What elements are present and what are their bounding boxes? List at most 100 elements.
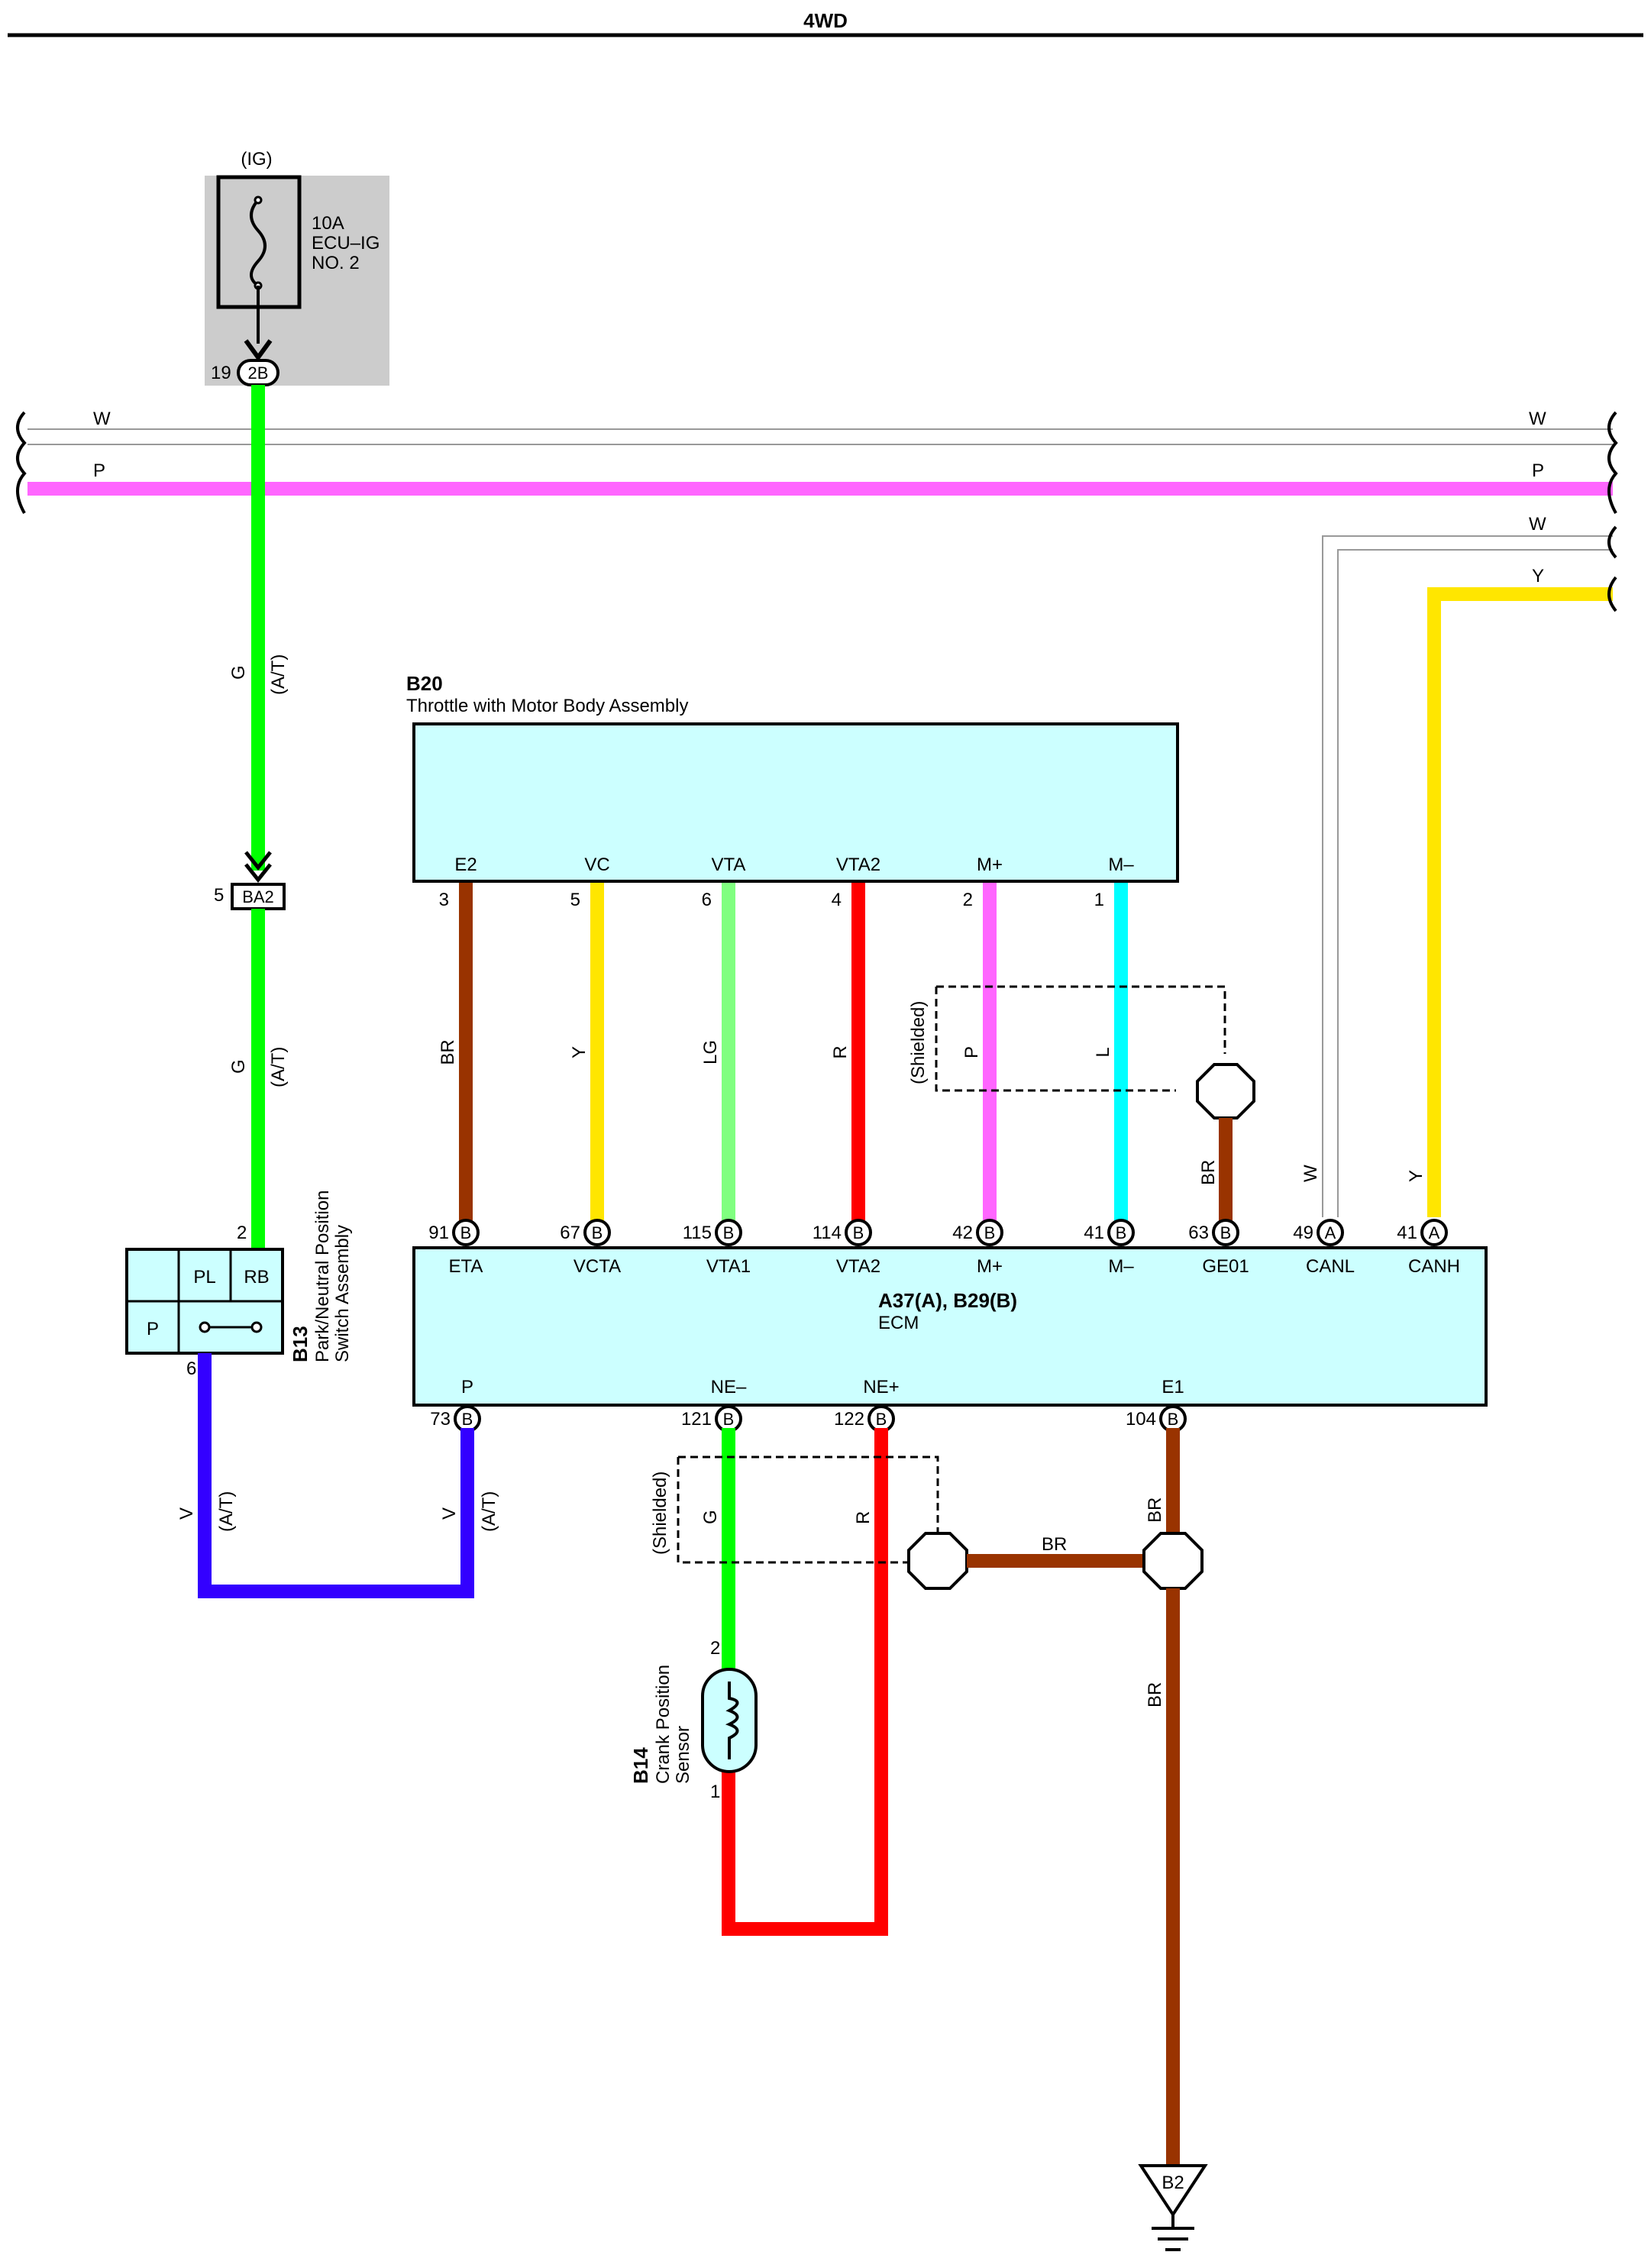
ecm-top-pin: 63 [1188,1223,1209,1243]
fuse-supply-label: (IG) [241,149,272,170]
crank-sensor: 2 1 B14 Crank Position Sensor [629,1638,758,1802]
pnp-pin-top: 2 [237,1223,247,1243]
ecm-top-terminals: B91ETAB67VCTAB115VTA1B114VTA2B42M+B41M–B… [428,1219,1460,1277]
main-wire-lower-note: (A/T) [268,1047,289,1087]
ecm-bottom-pin: 121 [681,1409,712,1430]
main-wire-upper-note: (A/T) [268,654,289,695]
ba2-label: BA2 [242,887,274,906]
ecm-top-label: M+ [977,1256,1003,1277]
bus-p-right: P [1532,460,1544,481]
throttle-terminal-label: M– [1108,855,1134,875]
br-lower-label: BR [1145,1682,1165,1707]
pnp-cell-p: P [147,1319,159,1339]
ba2-connector [231,883,286,910]
ecm-top-conn: A [1429,1223,1440,1242]
ecm-top-conn: B [853,1223,864,1242]
ecm-bottom-label: E1 [1162,1377,1184,1397]
ecm-top-conn: B [460,1223,472,1242]
ecm-top-label: VTA2 [836,1256,880,1277]
throttle-wire-label: Y [569,1046,590,1058]
pnp-name-line2: Switch Assembly [332,1225,353,1362]
crank-id: B14 [629,1747,652,1784]
br-upper-label: BR [1145,1497,1165,1523]
canh-wire-label: Y [1406,1170,1426,1182]
ecm-top-conn: B [1116,1223,1127,1242]
shield-junction-icon [1142,1532,1204,1590]
canl-wire-label: W [1300,1165,1321,1182]
shield-upper-label: (Shielded) [908,1001,929,1084]
bus-p-left: P [93,460,105,481]
ecm-bottom-conn: B [723,1410,735,1429]
ecm-top-pin-circle [452,1219,480,1246]
ecm-top-label: M– [1108,1256,1134,1277]
ecm-bottom-conn: B [462,1410,473,1429]
ecm-top-label: CANL [1306,1256,1355,1277]
bus-w-left: W [93,409,111,429]
crank-name-line1: Crank Position [653,1665,674,1784]
ecm-bottom-label: P [461,1377,473,1397]
throttle-terminal-label: E2 [454,855,477,875]
ecm-top-pin-circle [1317,1219,1344,1246]
page-title: 4WD [803,9,848,32]
v-right-note: (A/T) [479,1491,499,1532]
throttle-terminal-pin: 6 [702,890,712,910]
throttle-id: B20 [406,672,443,695]
throttle-terminal-label: VTA2 [836,855,880,875]
throttle-terminal-pin: 1 [1094,890,1104,910]
throttle-body: B20 Throttle with Motor Body Assembly [406,672,1179,883]
main-wire-lower-color: G [228,1059,249,1074]
throttle-wire-label: BR [438,1039,458,1065]
throttle-terminal-label: VTA [712,855,746,875]
v-left-label: V [176,1507,197,1520]
pnp-cell-rb: RB [244,1267,269,1287]
ecm-top-pin: 41 [1084,1223,1104,1243]
fuse-rating: 10A [312,213,344,234]
ecm-top-pin-circle [1107,1219,1135,1246]
ecm-bottom-label: NE– [711,1377,747,1397]
bus-y-right: Y [1532,566,1544,586]
ecm-top-conn: B [723,1223,735,1242]
ecm-name: ECM [878,1313,919,1333]
throttle-terminal-label: VC [584,855,609,875]
ecm-top-pin: 42 [952,1223,973,1243]
ecm-top-label: VTA1 [706,1256,751,1277]
ecm-top-pin: 115 [683,1223,712,1243]
ecm-bottom-pin: 104 [1126,1409,1156,1430]
shield-junction-icon [1196,1063,1255,1119]
pnp-pin-bottom: 6 [186,1359,196,1379]
throttle-terminal-pin: 4 [832,890,842,910]
ecm-top-pin-circle [715,1219,742,1246]
pnp-cell-pl: PL [193,1267,215,1287]
v-left-note: (A/T) [216,1491,237,1532]
main-wire-upper-color: G [228,665,249,680]
ecm-top-pin-circle [976,1219,1003,1246]
throttle-terminal-pin: 5 [570,890,580,910]
ecm-block: A37(A), B29(B) ECM W Y [412,1165,1488,1407]
ecm-top-pin: 41 [1397,1223,1417,1243]
fuse-background [205,176,389,386]
fuse-name-line1: ECU–IG [312,233,380,254]
crank-pin-bottom: 1 [710,1782,720,1802]
throttle-terminal-label: M+ [977,855,1003,875]
fuse-connector-label: 2B [248,363,269,383]
ecm-top-conn: A [1325,1223,1336,1242]
ba2-pin: 5 [214,885,224,906]
lower-wiring: V (A/T) V (A/T) G R (Shielded) BR BR BR … [176,1353,1208,2251]
bus-w-right2: W [1529,514,1546,535]
sensor-coil-icon [701,1668,758,1773]
v-right-label: V [439,1507,460,1520]
throttle-terminal-pin: 3 [439,890,449,910]
ecm-top-pin: 67 [560,1223,580,1243]
ecm-top-pin: 114 [813,1223,842,1243]
shield-junction-icon [907,1532,968,1590]
ge01-wire-label: BR [1198,1160,1219,1185]
throttle-terminal-pin: 2 [963,890,973,910]
pnp-name-line1: Park/Neutral Position [312,1191,333,1362]
fuse-block: (IG) 10A ECU–IG NO. 2 19 2B [205,149,389,386]
ecm-bottom-conn: B [1168,1410,1179,1429]
shield-upper: (Shielded) BR [908,985,1255,1222]
ecm-bottom-pin: 122 [834,1409,864,1430]
pnp-switch: 2 PL RB P 6 B13 Park/Neutral Position Sw… [125,1191,353,1379]
ecm-bottom-pin: 73 [430,1409,451,1430]
